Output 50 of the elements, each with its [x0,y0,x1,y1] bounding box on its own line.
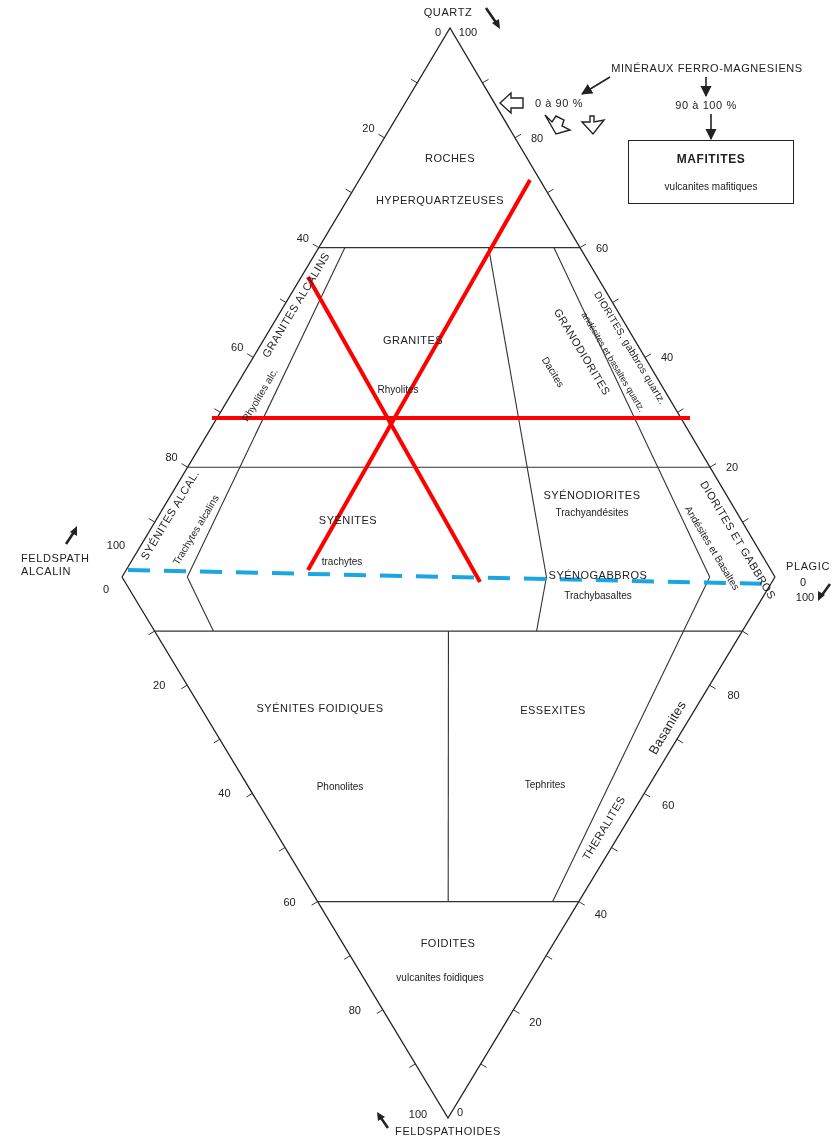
field-name: SYÉNODIORITES [543,488,641,502]
tick-label: 20 [529,1015,542,1029]
tick-label: 40 [218,787,231,800]
arrow [700,76,712,98]
tick-label: 60 [662,799,675,812]
tick-label: 80 [165,450,178,464]
arrow [705,113,717,141]
flow-text: MINÉRAUX FERRO-MAGNESIENS [600,60,814,76]
field-name: ROCHES [424,151,476,165]
flow-text: 0 à 90 % [526,95,592,111]
volcanic-name: Tephrites [524,779,566,791]
rock-class-box [628,140,794,204]
field-name: ESSEXITES [520,703,586,717]
tick-label: 80 [348,1003,361,1017]
tick-label: 100 [408,1107,428,1121]
axis-label: QUARTZ [423,5,473,19]
field-name: FOIDITES [420,936,476,950]
tick-label: 0 [102,582,110,596]
axis-label: PLAGIC [786,559,830,573]
tick-label: 40 [594,907,607,920]
axis-label: FELDSPATHOIDES [395,1124,501,1138]
tick-label: 20 [362,121,375,135]
tick-label: 100 [106,538,126,552]
tick-label: 60 [595,241,609,254]
field-name: SYÉNITES FOIDIQUES [256,701,384,715]
box-text: vulcanites mafitiques [664,180,758,192]
field-name: SYÉNOGABBROS [548,568,648,582]
tick-label: 60 [231,341,244,354]
arrow [581,76,611,95]
volcanic-name: Phonolites [316,781,364,793]
tick-label: 80 [530,131,544,145]
tick-label: 100 [458,25,478,39]
tick-label: 0 [456,1105,464,1119]
axis-label: FELDSPATH ALCALIN [21,552,91,578]
volcanic-name: Trachybasaltes [564,590,632,602]
tick-label: 20 [153,678,166,692]
volcanic-name: Trachyandésites [555,507,629,519]
tick-label: 20 [725,460,739,474]
tick-label: 100 [795,590,815,604]
tick-label: 60 [283,895,296,908]
tick-label: 0 [434,25,442,39]
flow-text: 90 à 100 % [664,97,748,113]
tick-label: 80 [727,688,740,702]
tick-label: 40 [296,231,309,244]
tick-label: 40 [660,351,674,364]
tick-label: 0 [799,575,807,589]
volcanic-name: vulcanites foidiques [396,972,484,984]
box-heading: MAFITITES [676,152,746,167]
volcanic-name: trachytes [321,556,363,568]
field-name: HYPERQUARTZEUSES [375,193,505,207]
